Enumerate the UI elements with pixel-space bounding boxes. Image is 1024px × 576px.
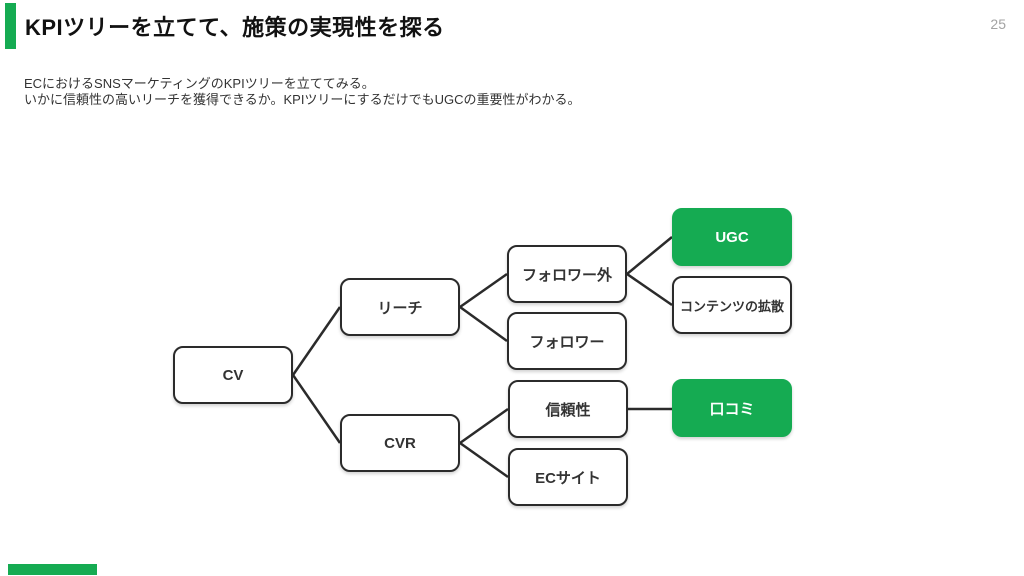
edge-reach-nonfollowers [459, 272, 508, 309]
node-word-of-mouth-label: 口コミ [709, 400, 755, 418]
page-title: KPIツリーを立てて、施策の実現性を探る [25, 15, 445, 40]
page-number: 25 [990, 16, 1006, 32]
node-reach-label: リーチ [377, 299, 423, 317]
node-word-of-mouth: 口コミ [672, 379, 792, 437]
edge-cvr-ecsite [459, 441, 509, 479]
footer-accent-bar [8, 564, 97, 575]
edge-cvr-trust [459, 407, 509, 445]
node-non-followers-label: フォロワー外 [521, 266, 612, 284]
node-ec-site-label: ECサイト [535, 469, 601, 487]
edge-nonfollowers-contentspread [626, 272, 673, 307]
node-cvr: CVR [340, 414, 460, 472]
subtitle-line-2: いかに信頼性の高いリーチを獲得できるか。KPIツリーにするだけでもUGCの重要性… [24, 92, 581, 107]
title-accent-bar [5, 3, 16, 49]
node-cv: CV [173, 346, 293, 404]
node-followers-label: フォロワー [529, 333, 605, 351]
edge-cv-reach [291, 306, 342, 376]
node-ugc-label: UGC [715, 228, 749, 246]
node-content-spread-label: コンテンツの拡散 [679, 298, 784, 314]
subtitle-line-1: ECにおけるSNSマーケティングのKPIツリーを立ててみる。 [24, 76, 375, 91]
node-cv-label: CV [222, 366, 244, 384]
node-non-followers: フォロワー外 [507, 245, 627, 303]
edge-cv-cvr [291, 374, 342, 444]
node-content-spread: コンテンツの拡散 [672, 276, 792, 334]
edge-reach-followers [459, 305, 508, 343]
edge-nonfollowers-ugc [626, 236, 673, 275]
node-reach: リーチ [340, 278, 460, 336]
node-trust: 信頼性 [508, 380, 628, 438]
node-cvr-label: CVR [384, 434, 416, 452]
node-followers: フォロワー [507, 312, 627, 370]
subtitle: ECにおけるSNSマーケティングのKPIツリーを立ててみる。 いかに信頼性の高い… [24, 76, 580, 108]
node-ec-site: ECサイト [508, 448, 628, 506]
node-ugc: UGC [672, 208, 792, 266]
node-trust-label: 信頼性 [545, 401, 591, 419]
